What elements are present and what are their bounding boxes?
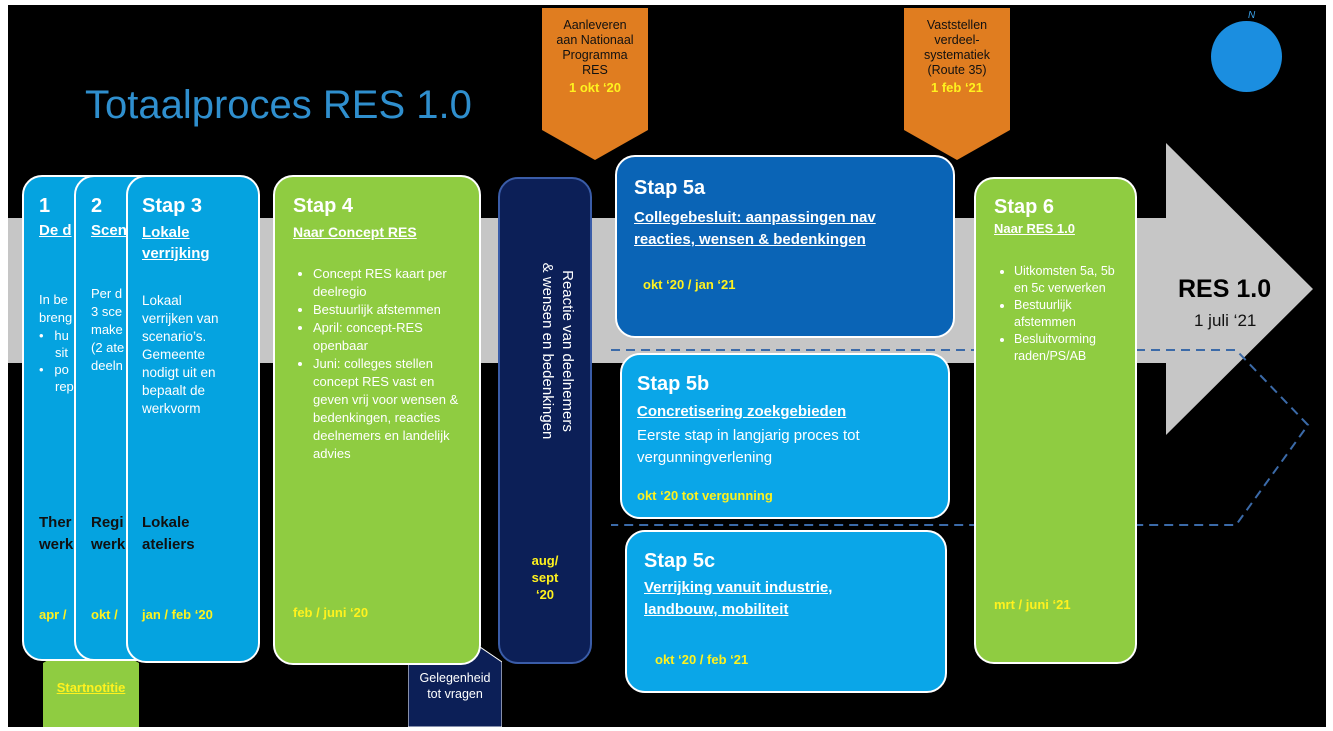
step-3-card[interactable]: Stap 3 Lokale verrijking Lokaal verrijke… <box>126 175 260 663</box>
compass-label: N <box>1248 10 1256 21</box>
step-1-bottom: Ther werk <box>39 514 74 553</box>
step-6-date: mrt / juni ‘21 <box>994 597 1071 612</box>
step-5c-subtitle: Verrijking vanuit industrie, landbouw, m… <box>644 579 833 618</box>
callout-vaststellen: Vaststellen verdeel- systematiek (Route … <box>924 18 990 95</box>
callout-aanleveren: Aanleveren aan Nationaal Programma RES 1… <box>556 18 634 95</box>
step-2-body: Per d 3 sce make (2 ate deeln <box>91 286 125 373</box>
step-5b-card[interactable]: Stap 5b Concretisering zoekgebieden Eers… <box>620 353 950 519</box>
step-1-date: apr / <box>39 607 67 622</box>
step-3-date: jan / feb ‘20 <box>142 607 213 622</box>
step-4-date: feb / juni ‘20 <box>293 605 369 620</box>
step-5a-subtitle: Collegebesluit: aanpassingen nav reactie… <box>634 209 876 248</box>
step-1-subtitle: De d <box>39 222 72 239</box>
compass-icon <box>1211 21 1282 92</box>
step-5a-number: Stap 5a <box>634 177 706 199</box>
step-6-subtitle: Naar RES 1.0 <box>994 221 1075 236</box>
slide: Totaalproces RES 1.0 N Aanleveren aan Na… <box>8 5 1326 727</box>
reactie-card[interactable]: Reactie van deelnemers & wensen en beden… <box>498 177 592 664</box>
step-4-card[interactable]: Stap 4 Naar Concept RES Concept RES kaar… <box>273 175 481 665</box>
step-1-body: In be breng <box>39 292 73 325</box>
step-5b-date: okt ‘20 tot vergunning <box>637 488 773 503</box>
step-6-number: Stap 6 <box>994 196 1055 218</box>
step-2-date: okt / <box>91 607 118 622</box>
step-3-bottom: Lokale ateliers <box>142 514 195 553</box>
callout-startnotitie: Startnotitie <box>56 680 126 695</box>
step-5a-date: okt ‘20 / jan ‘21 <box>643 277 736 292</box>
step-5b-body: Eerste stap in langjarig proces tot verg… <box>637 427 860 466</box>
step-3-number: Stap 3 <box>142 195 203 217</box>
page-title: Totaalproces RES 1.0 <box>85 83 472 127</box>
step-4-subtitle: Naar Concept RES <box>293 224 417 240</box>
step-2-bottom: Regi werk <box>91 514 126 553</box>
end-date: 1 juli ‘21 <box>1194 311 1257 330</box>
step-2-number: 2 <box>91 195 103 217</box>
step-5c-number: Stap 5c <box>644 550 716 572</box>
step-1-bullets: • hu sit • po rep <box>39 328 74 394</box>
callout-aanleveren-shape <box>542 8 648 160</box>
reactie-date: aug/ sept ‘20 <box>531 553 559 602</box>
callout-vaststellen-shape <box>904 8 1010 160</box>
callout-vragen: Gelegenheid tot vragen <box>419 671 491 701</box>
end-title: RES 1.0 <box>1178 275 1272 303</box>
step-3-body: Lokaal verrijken van scenario’s. Gemeent… <box>142 293 219 416</box>
dashed-bracket <box>611 349 1310 526</box>
step-6-card[interactable]: Stap 6 Naar RES 1.0 Uitkomsten 5a, 5b en… <box>974 177 1137 664</box>
step-5b-subtitle: Concretisering zoekgebieden <box>637 403 847 420</box>
step-1-number: 1 <box>39 195 51 217</box>
step-2-subtitle: Scen <box>91 222 127 239</box>
step-5c-card[interactable]: Stap 5c Verrijking vanuit industrie, lan… <box>625 530 947 693</box>
step-4-number: Stap 4 <box>293 195 354 217</box>
step-4-bullets: Concept RES kaart per deelregio Bestuurl… <box>295 265 473 463</box>
step-5c-date: okt ‘20 / feb ‘21 <box>655 652 749 667</box>
step-5b-number: Stap 5b <box>637 373 710 395</box>
step-6-bullets: Uitkomsten 5a, 5b en 5c verwerken Bestuu… <box>996 263 1132 365</box>
reactie-text: Reactie van deelnemers & wensen en beden… <box>539 262 576 440</box>
step-5a-card[interactable]: Stap 5a Collegebesluit: aanpassingen nav… <box>615 155 955 338</box>
step-3-subtitle: Lokale verrijking <box>142 224 210 262</box>
